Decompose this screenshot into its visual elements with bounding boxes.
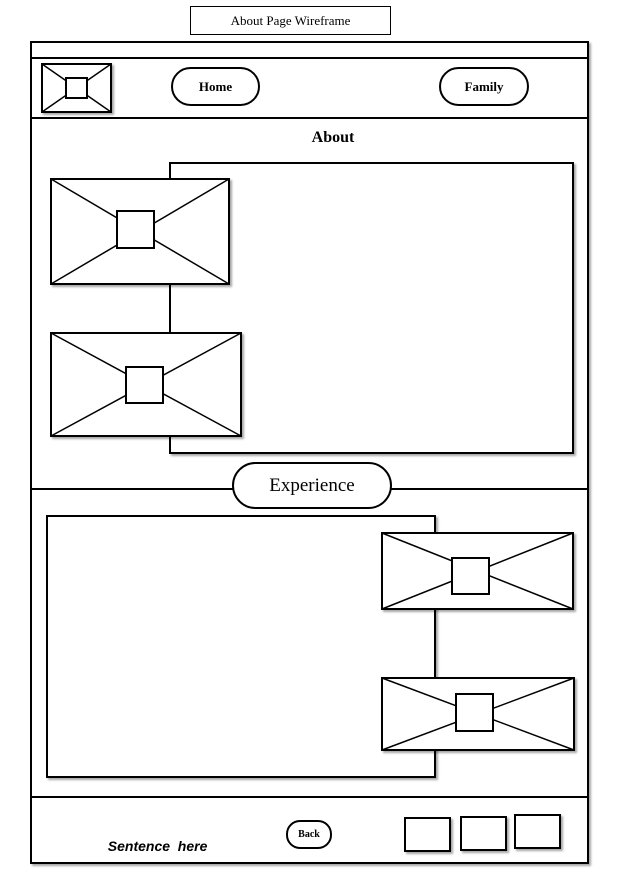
home-nav-label: Home [198,78,233,94]
experience-heading-text: Experience [269,474,355,496]
about-heading-text: About [311,129,355,146]
footer-square-1[interactable] [404,817,451,852]
header-divider [30,117,589,119]
family-nav-button[interactable]: Family [439,67,529,106]
footer-sentence-text: Sentence here [107,838,208,854]
footer-divider [30,796,589,798]
home-nav-button[interactable]: Home [171,67,260,106]
logo-image-placeholder[interactable] [41,63,112,113]
experience-heading: Experience [232,462,392,509]
wireframe-title-text: About Page Wireframe [230,12,351,28]
about-heading: About [280,129,386,147]
back-button[interactable]: Back [286,820,332,849]
experience-image-placeholder-2[interactable] [381,677,575,751]
family-nav-label: Family [464,78,504,94]
about-image-placeholder-1[interactable] [50,178,230,285]
experience-image-placeholder-1[interactable] [381,532,574,610]
back-button-label: Back [298,829,320,840]
top-divider [30,57,589,59]
about-image-placeholder-2[interactable] [50,332,242,437]
footer-square-2[interactable] [460,816,507,851]
footer-sentence: Sentence here [100,822,220,854]
footer-square-3[interactable] [514,814,561,849]
wireframe-title: About Page Wireframe [190,6,391,35]
experience-content-box [46,515,436,778]
